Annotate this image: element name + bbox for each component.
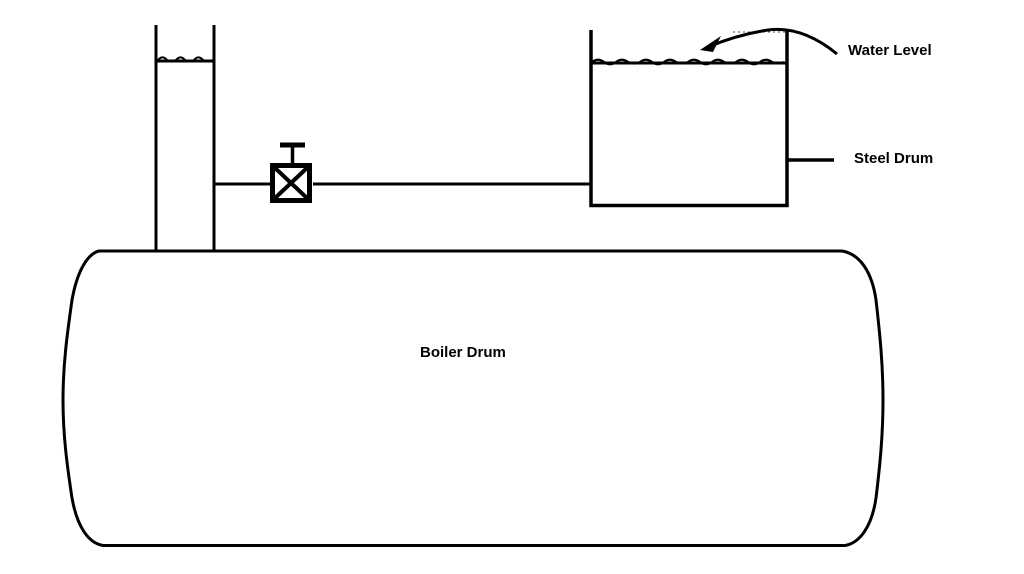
valve-cross-diagonal-2 — [272, 165, 310, 201]
boiler-drum-outline — [61, 249, 885, 547]
water-level-label: Water Level — [848, 42, 932, 59]
steel-drum-water-ripples — [591, 58, 785, 66]
gauge-water-ripples — [157, 56, 213, 63]
steel-drum-label: Steel Drum — [854, 150, 934, 167]
steel-drum-outline — [589, 30, 789, 208]
boiler-drum-label: Boiler Drum — [420, 344, 506, 361]
water-level-arrow-curve — [707, 27, 838, 56]
gate-valve-icon — [270, 142, 312, 203]
water-level-arrowhead-icon — [700, 36, 721, 52]
